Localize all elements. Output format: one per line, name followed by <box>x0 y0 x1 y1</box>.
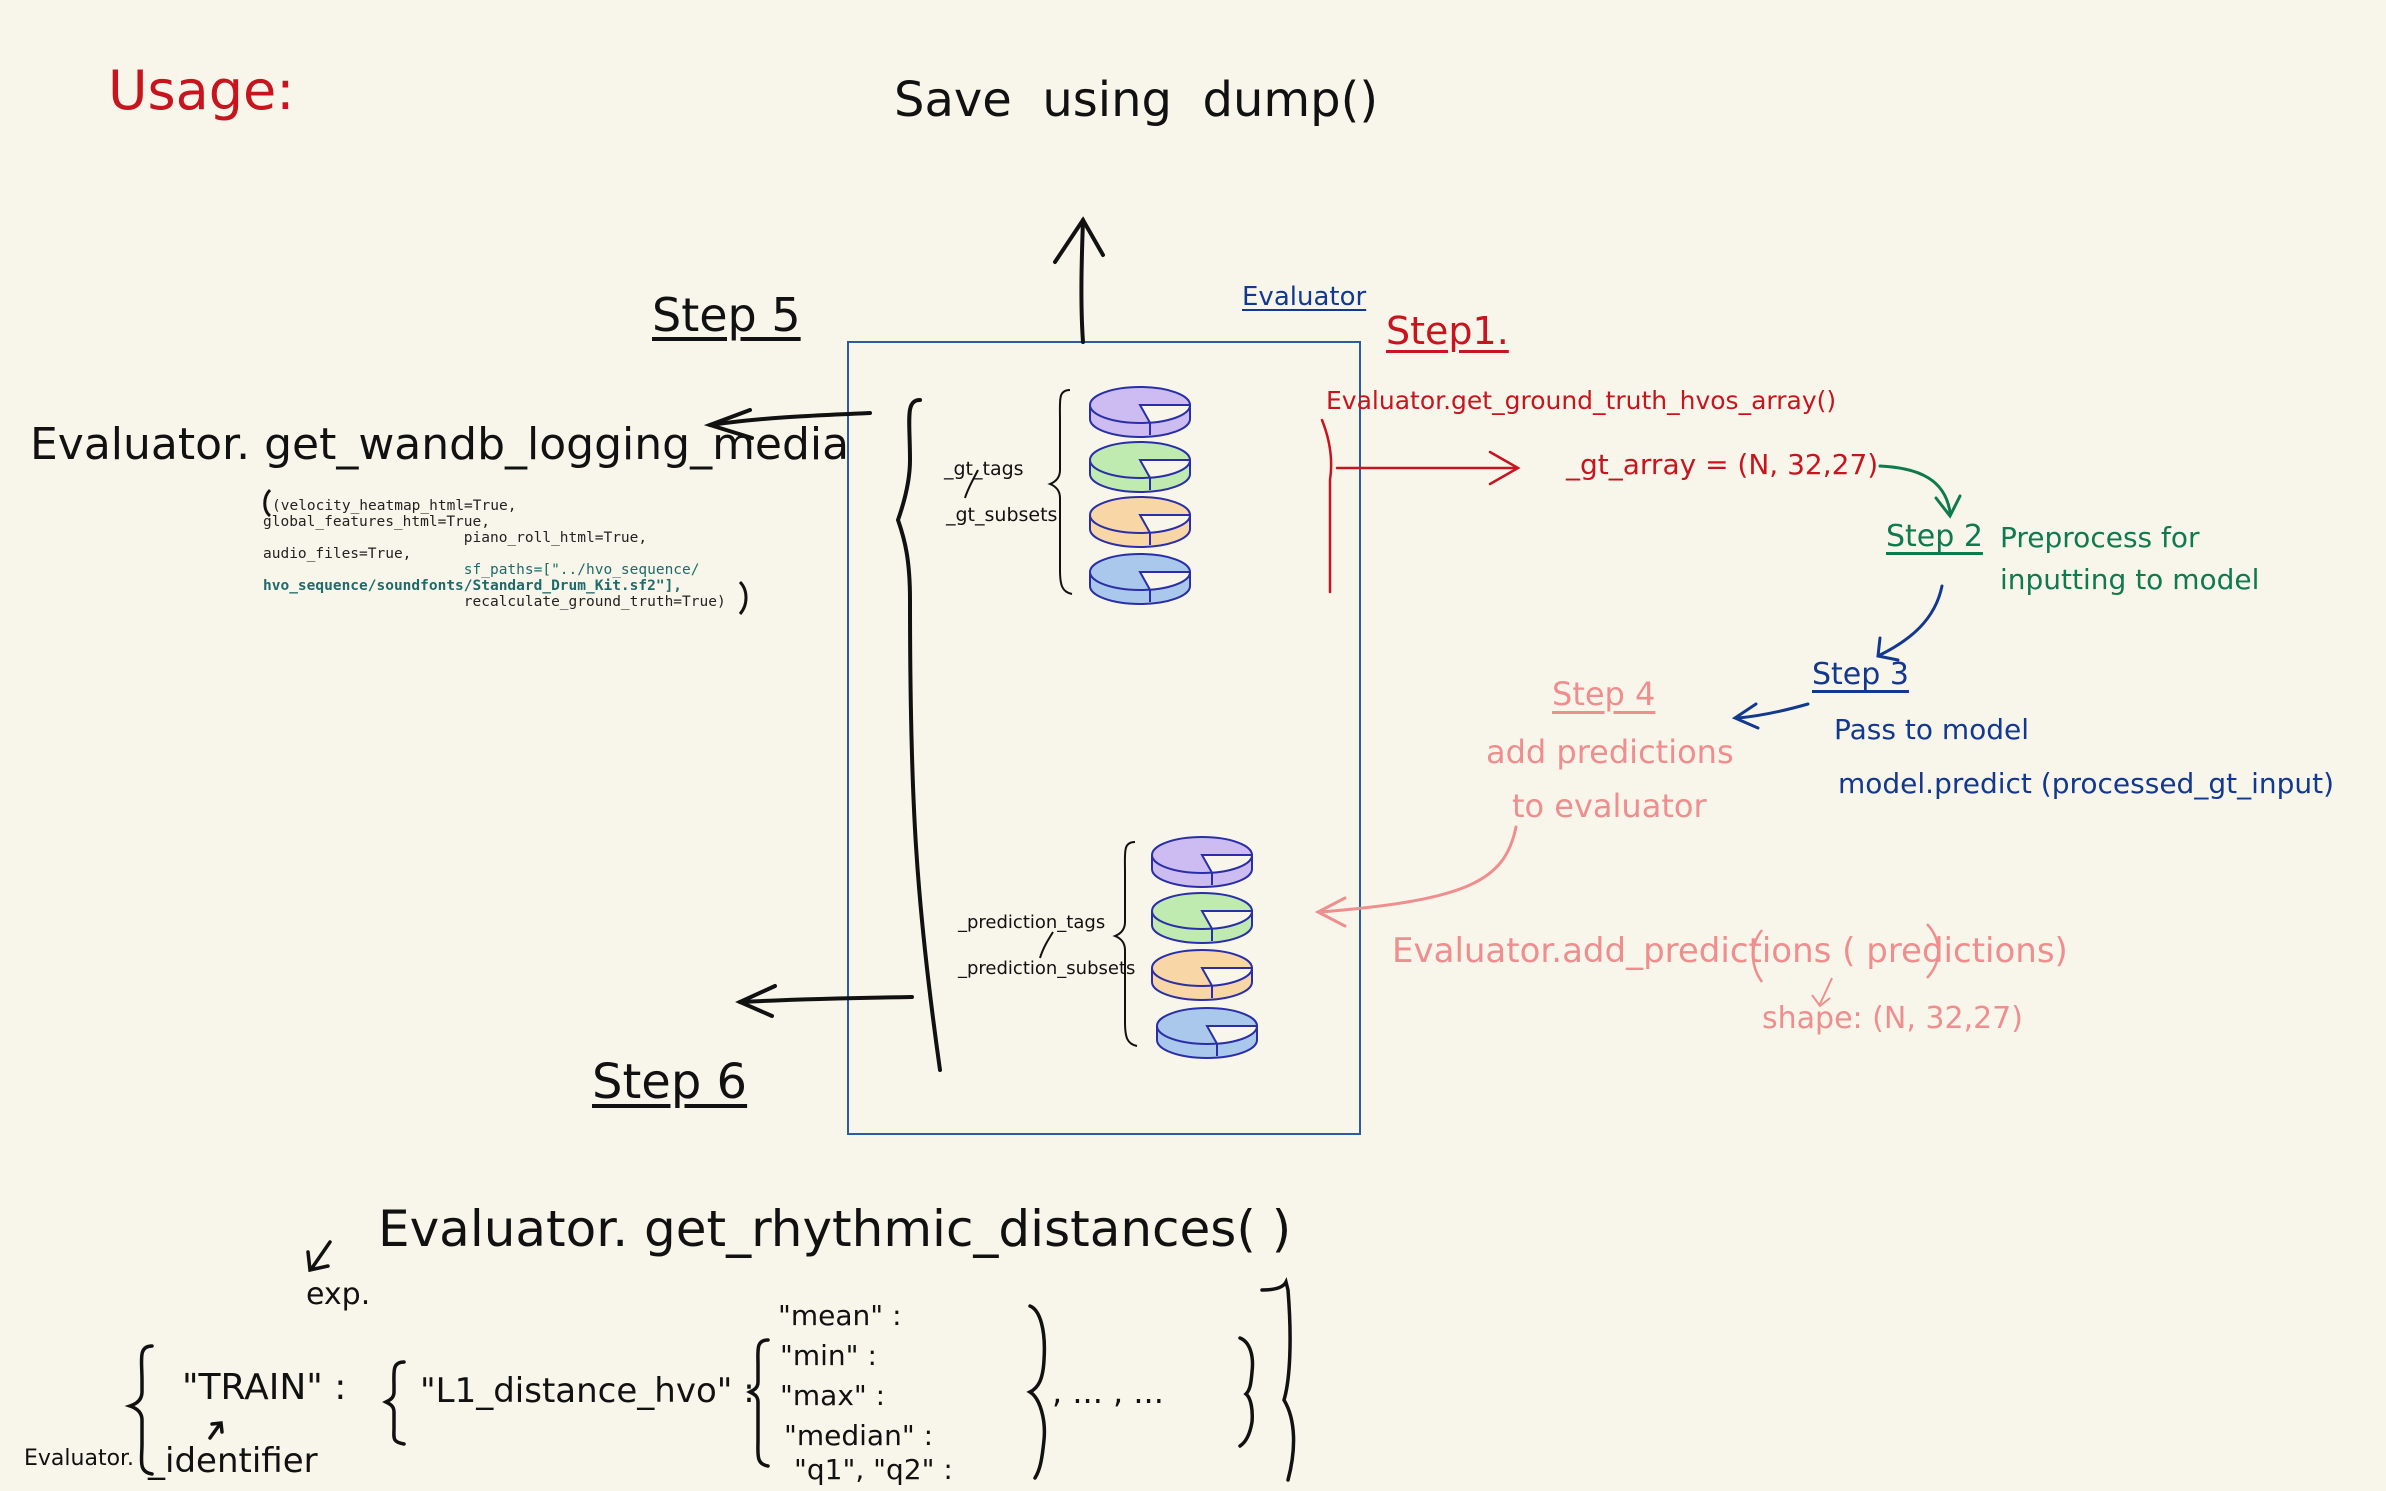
prediction-disk-1 <box>1151 836 1254 888</box>
stat-max: "max" : <box>780 1379 886 1412</box>
rhythmic-structure-braces <box>124 1240 1296 1482</box>
outer-open-brace <box>124 1344 154 1476</box>
step5-code-line-3: piano_roll_html=True, <box>263 530 648 546</box>
step3-line2: model.predict (processed_gt_input) <box>1838 767 2335 800</box>
step5-code-line-4: audio_files=True, <box>263 546 412 562</box>
step4-line1: add predictions <box>1486 733 1734 771</box>
step6-arrow <box>735 984 914 1018</box>
step5-code-line-5: sf_paths=["../hvo_sequence/ <box>263 562 700 578</box>
step5-code-line-1: (velocity_heatmap_html=True, <box>272 498 517 514</box>
train-open-brace <box>382 1360 406 1446</box>
step6-method: Evaluator. get_rhythmic_distances( ) <box>378 1200 1292 1258</box>
evaluator-box <box>847 341 1361 1135</box>
step1-method: Evaluator.get_ground_truth_hvos_array() <box>1326 386 1837 415</box>
save-up-arrow <box>1053 216 1105 344</box>
step4-line2: to evaluator <box>1512 787 1707 825</box>
usage-label: Usage: <box>108 59 295 122</box>
step3-to-step4-arrow <box>1731 702 1810 730</box>
l1-distance-key: "L1_distance_hvo" : <box>420 1371 755 1411</box>
step3-label: Step 3 <box>1812 657 1909 692</box>
prediction-tags-pointer <box>1039 931 1054 959</box>
step1-arrow <box>1320 418 1521 594</box>
prediction-disk-2 <box>1151 892 1254 944</box>
step6-label: Step 6 <box>592 1054 748 1110</box>
train-key: "TRAIN" : <box>182 1367 347 1408</box>
step4-shape: shape: (N, 32,27) <box>1762 1001 2023 1036</box>
inner-close-brace <box>1238 1336 1255 1448</box>
step5-method: Evaluator. get_wandb_logging_media <box>30 419 850 470</box>
predictions-close-paren <box>1926 923 1940 979</box>
prediction-tags-label: _prediction_tags <box>958 912 1106 933</box>
step2-line2: inputting to model <box>2000 563 2260 596</box>
step4-arrow <box>1314 825 1518 928</box>
stat-min: "min" : <box>780 1339 877 1372</box>
evaluator-side-label: Evaluator. <box>24 1446 135 1471</box>
gt-disk-3 <box>1089 496 1192 548</box>
step1-result: _gt_array = (N, 32,27) <box>1566 448 1879 481</box>
step5-arrow <box>703 408 872 440</box>
prediction-disks <box>1151 836 1259 1059</box>
code-close-paren <box>738 580 748 615</box>
step4-label: Step 4 <box>1552 675 1656 713</box>
identifier-label: _identifier <box>148 1441 318 1481</box>
step2-arrow <box>1878 464 1962 519</box>
prediction-disk-3 <box>1151 949 1254 1001</box>
evaluator-left-bracket <box>895 398 942 1072</box>
stat-median: "median" : <box>784 1419 934 1452</box>
prediction-disks-brace <box>1112 841 1138 1047</box>
evaluator-box-title: Evaluator <box>1242 282 1367 312</box>
shape-pointer <box>1811 977 1833 1008</box>
gt-tags-pointer <box>964 469 979 499</box>
stat-mean: "mean" : <box>778 1299 902 1332</box>
gt-disk-4 <box>1089 553 1192 605</box>
exp-label: exp. <box>306 1277 371 1312</box>
exp-pointer <box>306 1240 332 1273</box>
gt-subsets-label: _gt_subsets <box>946 504 1058 526</box>
step3-line1: Pass to model <box>1834 713 2030 746</box>
outer-close-brace <box>1260 1276 1296 1482</box>
step5-code-line-7: recalculate_ground_truth=True) <box>263 594 726 610</box>
stat-q1-q2: "q1", "q2" : <box>794 1453 953 1486</box>
step5-code-line-6: hvo_sequence/soundfonts/Standard_Drum_Ki… <box>263 578 683 594</box>
prediction-disk-4 <box>1156 1007 1259 1059</box>
step5-label: Step 5 <box>652 288 801 342</box>
step1-label: Step1. <box>1386 309 1509 353</box>
gt-tags-label: _gt_tags <box>944 458 1024 480</box>
code-open-paren <box>263 488 272 518</box>
l1-open-brace <box>746 1338 770 1468</box>
prediction-subsets-label: _prediction_subsets <box>958 958 1136 979</box>
identifier-pointer <box>208 1421 224 1440</box>
gt-disks <box>1089 386 1192 605</box>
gt-disk-2 <box>1089 441 1192 493</box>
save-dump-label: Save using dump() <box>894 72 1379 128</box>
gt-disks-brace <box>1047 389 1073 595</box>
stats-close-brace <box>1026 1304 1047 1480</box>
step2-label: Step 2 <box>1886 519 1983 554</box>
step4-method: Evaluator.add_predictions ( predictions) <box>1392 931 2068 971</box>
step5-code-line-2: global_features_html=True, <box>263 514 490 530</box>
ellipsis: , ... , ... <box>1052 1373 1164 1411</box>
step2-line1: Preprocess for <box>2000 521 2200 554</box>
step3-arrow <box>1876 584 1944 662</box>
gt-disk-1 <box>1089 386 1192 438</box>
predictions-open-paren <box>1751 929 1764 983</box>
